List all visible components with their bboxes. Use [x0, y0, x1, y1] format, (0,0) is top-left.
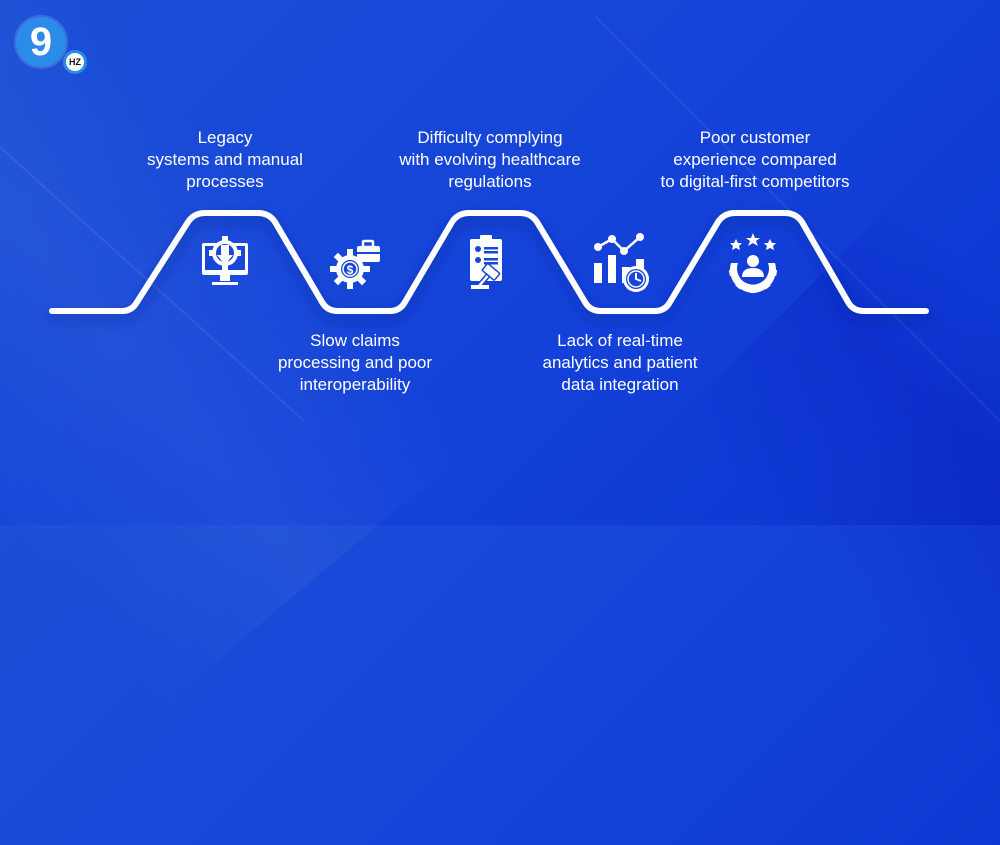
gear-user-stars-icon: [728, 233, 778, 293]
step-2-line-3: interoperability: [299, 375, 411, 394]
step-1-label: Legacy systems and manual processes: [120, 127, 330, 193]
svg-text:$: $: [347, 263, 354, 277]
logo-mark: 9: [16, 17, 66, 67]
logo-badge: HZ: [63, 50, 87, 74]
step-2-line-1: Slow claims: [310, 331, 400, 350]
timeline-path: [49, 210, 929, 314]
step-4-label: Lack of real-time analytics and patient …: [515, 330, 725, 396]
step-5-line-1: Poor customer: [699, 128, 811, 147]
chart-clock-icon: [594, 233, 649, 292]
step-1-line-1: Legacy: [197, 128, 253, 147]
step-5-line-2: experience compared: [673, 150, 837, 169]
step-2-line-2: processing and poor: [277, 353, 433, 372]
step-5-line-3: to digital-first competitors: [660, 172, 850, 191]
step-5-label: Poor customer experience compared to dig…: [630, 127, 880, 193]
step-3-line-1: Difficulty complying: [417, 128, 563, 147]
brand-logo: 9 HZ: [14, 14, 94, 74]
monitor-gear-download-icon: [202, 236, 248, 285]
step-2-label: Slow claims processing and poor interope…: [250, 330, 460, 396]
step-3-label: Difficulty complying with evolving healt…: [370, 127, 610, 193]
step-3-line-3: regulations: [448, 172, 532, 191]
step-4-line-1: Lack of real-time: [557, 331, 683, 350]
step-4-line-3: data integration: [561, 375, 679, 394]
gear-dollar-briefcase-icon: $: [330, 239, 380, 289]
clipboard-gavel-icon: [470, 235, 502, 290]
step-3-line-2: with evolving healthcare: [399, 150, 581, 169]
step-1-line-3: processes: [186, 172, 264, 191]
step-1-line-2: systems and manual: [147, 150, 303, 169]
step-4-line-2: analytics and patient: [542, 353, 698, 372]
